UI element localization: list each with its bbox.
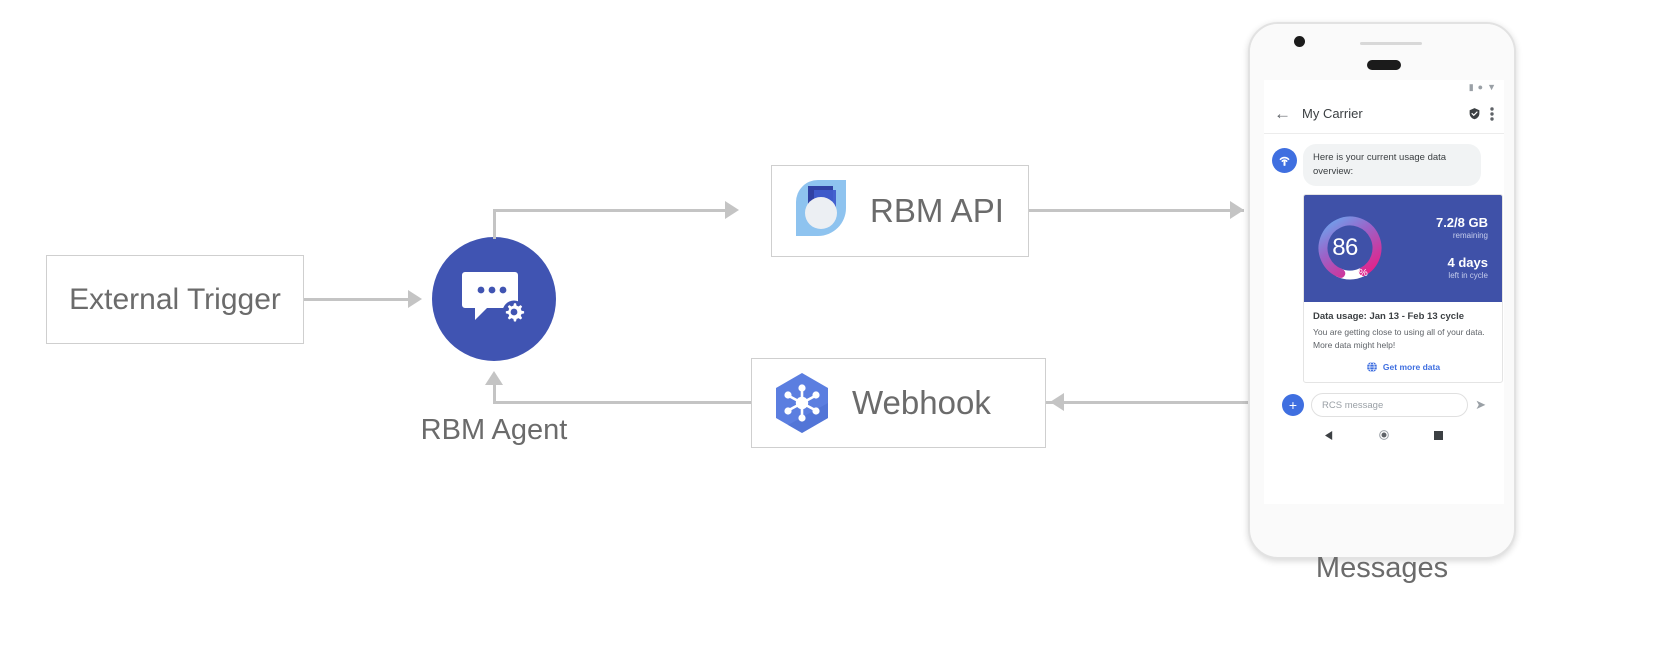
android-nav-bar xyxy=(1272,423,1496,449)
arrowhead-webhook-to-agent xyxy=(485,371,503,385)
back-arrow-icon[interactable]: ← xyxy=(1274,103,1291,123)
rbm-api-logo-icon xyxy=(796,180,846,236)
nav-home-icon[interactable] xyxy=(1379,427,1389,445)
stats-spacer xyxy=(1386,242,1488,255)
chat-gear-icon xyxy=(462,272,526,324)
rich-card-desc-line2: More data might help! xyxy=(1313,339,1396,350)
verified-shield-icon[interactable] xyxy=(1468,107,1481,120)
external-trigger-box[interactable]: External Trigger xyxy=(46,255,304,344)
usage-gauge: 86 % xyxy=(1314,212,1386,284)
sensor-strip xyxy=(1360,42,1422,45)
app-header: ← My Carrier xyxy=(1264,94,1504,134)
connector-agent-return-up xyxy=(493,385,496,404)
webhook-hexagon-icon xyxy=(776,373,828,433)
arrowhead-phone-to-webhook xyxy=(1050,393,1064,411)
rbm-api-label: RBM API xyxy=(870,192,1004,229)
stat-days-value: 4 days xyxy=(1447,254,1488,270)
data-usage-rich-card[interactable]: 86 % 7.2/8 GB remaining 4 days left in c… xyxy=(1303,193,1503,384)
wifi-icon: ● xyxy=(1477,81,1484,92)
get-more-data-label: Get more data xyxy=(1382,362,1441,373)
external-trigger-label: External Trigger xyxy=(69,282,281,316)
get-more-data-button[interactable]: Get more data xyxy=(1313,361,1493,376)
stat-data-value: 7.2/8 GB xyxy=(1435,214,1488,230)
signal-icon: ▮ xyxy=(1468,81,1474,92)
carrier-antenna-icon xyxy=(1272,148,1297,173)
connector-agent-up xyxy=(493,211,496,239)
gauge-stats: 7.2/8 GB remaining 4 days left in cycle xyxy=(1386,215,1492,282)
arrowhead-api-to-phone xyxy=(1230,201,1244,219)
stat-days-caption: left in cycle xyxy=(1448,271,1488,281)
messages-caption: Messages xyxy=(1315,552,1449,584)
arrowhead-trigger-to-agent xyxy=(408,290,422,308)
connector-phone-to-webhook xyxy=(1046,401,1248,404)
battery-icon: ▼ xyxy=(1487,81,1496,92)
more-vert-icon[interactable] xyxy=(1490,106,1494,121)
rich-card-body: Data usage: Jan 13 - Feb 13 cycle You ar… xyxy=(1304,302,1502,383)
gauge-value-text: 86 % xyxy=(1314,212,1386,284)
gauge-percent: 86 xyxy=(1332,234,1358,262)
message-composer: + RCS message ➤ xyxy=(1272,383,1496,423)
nav-recents-icon[interactable] xyxy=(1434,427,1444,445)
webhook-box[interactable]: Webhook xyxy=(751,358,1046,448)
globe-icon xyxy=(1366,361,1377,373)
connector-agent-to-api xyxy=(493,209,725,212)
rbm-agent-node[interactable] xyxy=(432,237,556,361)
intro-message-bubble: Here is your current usage data overview… xyxy=(1303,144,1481,186)
send-icon[interactable]: ➤ xyxy=(1475,397,1486,413)
rcs-message-input[interactable]: RCS message xyxy=(1311,393,1469,418)
connector-trigger-to-agent xyxy=(304,298,408,301)
conversation-title: My Carrier xyxy=(1302,106,1363,121)
agent-message-row: Here is your current usage data overview… xyxy=(1272,144,1496,186)
gauge-percent-symbol: % xyxy=(1358,268,1368,280)
stat-data-caption: remaining xyxy=(1452,231,1488,241)
front-camera-icon xyxy=(1294,36,1305,47)
phone-device: ▮ ● ▼ ← My Carrier xyxy=(1248,22,1516,559)
rich-card-desc-line1: You are getting close to using all of yo… xyxy=(1313,326,1485,337)
connector-webhook-to-agent xyxy=(493,401,751,404)
gauge-panel: 86 % 7.2/8 GB remaining 4 days left in c… xyxy=(1304,194,1502,302)
arrowhead-agent-to-api xyxy=(725,201,739,219)
rich-card-title: Data usage: Jan 13 - Feb 13 cycle xyxy=(1313,310,1465,322)
phone-screen: ▮ ● ▼ ← My Carrier xyxy=(1264,80,1504,504)
phone-top-bezel xyxy=(1250,24,1514,80)
earpiece-speaker xyxy=(1367,60,1401,70)
connector-api-to-phone xyxy=(1029,209,1244,212)
nav-back-icon[interactable] xyxy=(1324,427,1334,445)
rbm-api-box[interactable]: RBM API xyxy=(771,165,1029,257)
add-attachment-button[interactable]: + xyxy=(1282,394,1304,417)
message-thread: Here is your current usage data overview… xyxy=(1264,134,1504,450)
rbm-agent-label: RBM Agent xyxy=(420,414,568,446)
webhook-label: Webhook xyxy=(852,384,991,421)
status-bar: ▮ ● ▼ xyxy=(1264,80,1504,94)
